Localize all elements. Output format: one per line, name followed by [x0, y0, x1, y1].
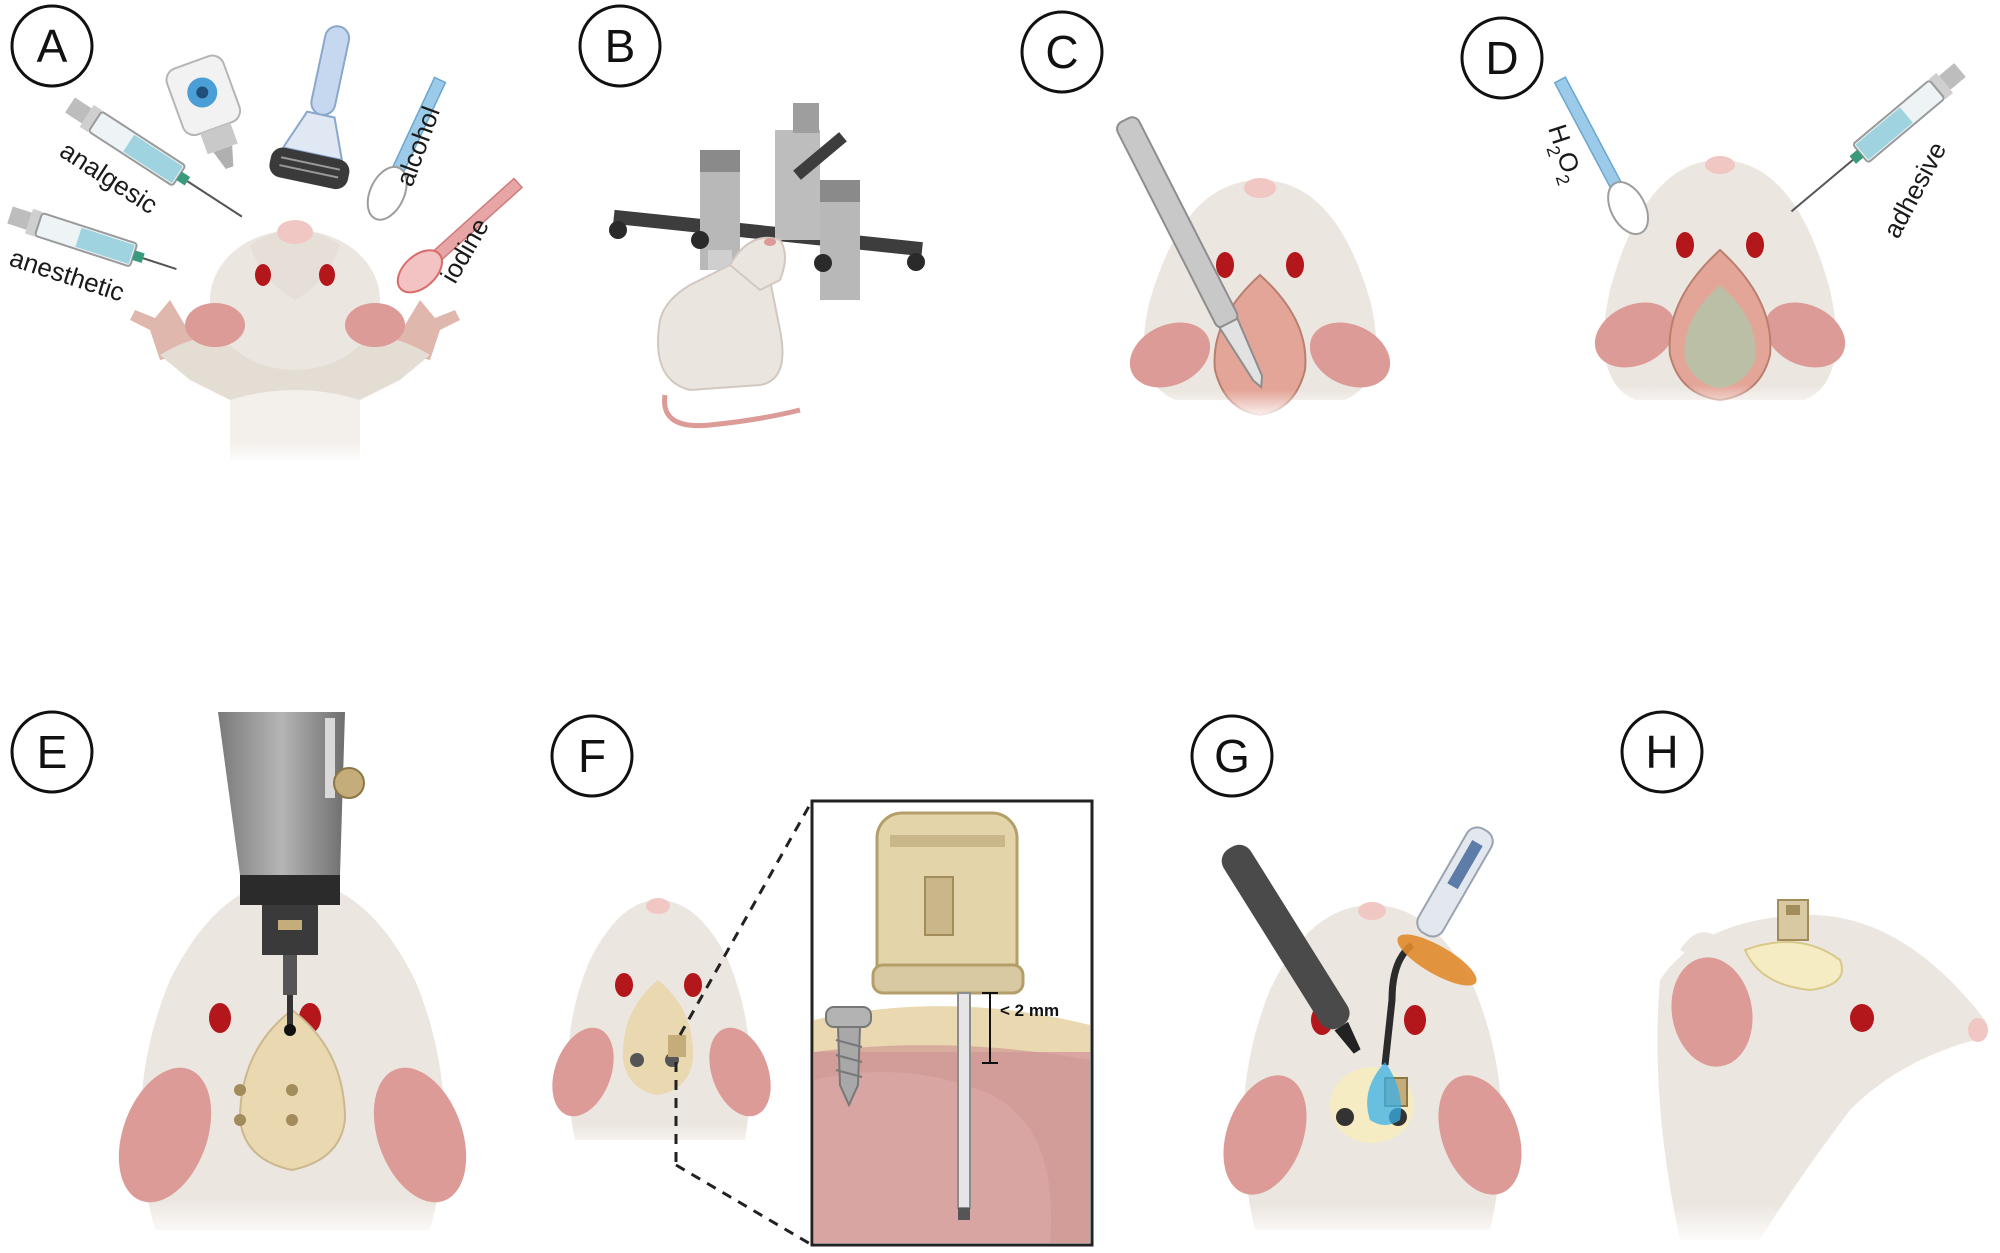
panel-letter-d-badge: D — [1460, 16, 1544, 100]
rat-head-e — [118, 880, 467, 1240]
dental-cement — [1743, 941, 1843, 992]
panel-letter-h-badge: H — [1620, 710, 1704, 794]
panel-letter-b-badge: B — [578, 4, 662, 88]
panel-h: H — [1620, 710, 1990, 1245]
stereotaxic-frame-icon — [609, 103, 925, 300]
panel-letter-a-badge: A — [10, 4, 94, 88]
ear — [185, 303, 245, 347]
panel-letter-g-badge: G — [1190, 714, 1274, 798]
scalpel-icon — [1116, 116, 1264, 390]
panel-letter-b: B — [605, 20, 636, 72]
rat-side-view — [1650, 899, 1990, 1245]
skull-screw-icon — [825, 1006, 872, 1108]
panel-letter-e: E — [37, 726, 68, 778]
panel-letter-a: A — [37, 20, 68, 72]
cannula-icon — [668, 1035, 686, 1057]
swab-icon — [366, 76, 447, 221]
cement-applicator — [1221, 844, 1361, 1054]
rat-head-c — [1129, 178, 1391, 420]
panel-letter-f-badge: F — [550, 714, 634, 798]
rat-supine — [130, 220, 460, 465]
panel-letter-c: C — [1045, 26, 1078, 78]
panel-c: C — [1020, 10, 1391, 420]
eye-drops-icon — [165, 54, 242, 170]
panel-d: D H2O2 adhesive — [1460, 16, 1966, 415]
panel-letter-g: G — [1214, 730, 1250, 782]
panel-letter-d: D — [1485, 32, 1518, 84]
measurement-label: < 2 mm — [1000, 1001, 1059, 1020]
cannula-inset: < 2 mm — [810, 799, 1094, 1247]
panel-f: F — [550, 714, 1094, 1247]
label-adhesive: adhesive — [1877, 137, 1952, 243]
eye — [319, 264, 335, 286]
panel-letter-f: F — [578, 730, 606, 782]
syringe-icon — [1790, 63, 1966, 213]
uv-cure-light-icon — [1367, 826, 1494, 1125]
panel-letter-c-badge: C — [1020, 10, 1104, 94]
panel-letter-e-badge: E — [10, 710, 94, 794]
rat-head-d — [1594, 156, 1846, 415]
eye — [255, 264, 271, 286]
syringe-icon — [65, 97, 243, 218]
razor-icon — [269, 25, 351, 190]
eye — [1850, 1004, 1874, 1032]
rat-head-g — [1223, 902, 1522, 1240]
panel-a: A analgesic — [6, 4, 524, 465]
swab-icon — [396, 177, 524, 294]
swab-icon — [1553, 76, 1650, 236]
syringe-icon — [7, 206, 177, 271]
panel-g: G — [1190, 714, 1522, 1240]
rat-in-frame — [657, 236, 801, 429]
ear — [345, 303, 405, 347]
drill-icon — [218, 712, 365, 1036]
exposed-skull — [1684, 285, 1756, 388]
panel-letter-h: H — [1645, 726, 1678, 778]
ear — [1671, 957, 1753, 1067]
rat-head-f — [552, 898, 771, 1155]
panel-e: E — [10, 710, 467, 1240]
label-alcohol: alcohol — [389, 102, 445, 190]
panel-b: B — [578, 4, 925, 429]
